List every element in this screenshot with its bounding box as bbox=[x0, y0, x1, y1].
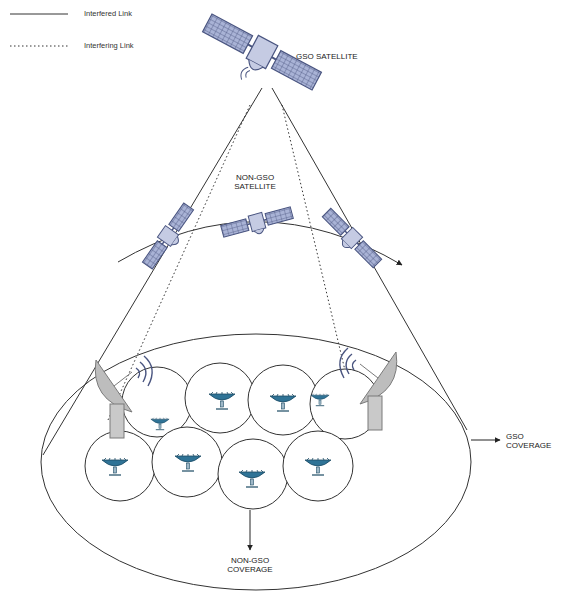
leader-arrow bbox=[471, 440, 500, 441]
non-gso-satellite-label: NON-GSO SATELLITE bbox=[226, 173, 284, 191]
gso-earth-station bbox=[340, 348, 397, 430]
legend-line-sample bbox=[10, 14, 68, 15]
gso-earth-station bbox=[95, 356, 152, 438]
user-terminal bbox=[151, 418, 169, 430]
spot-beams bbox=[85, 363, 380, 509]
user-terminal bbox=[239, 470, 265, 487]
legend-text: Interfered Link bbox=[84, 9, 132, 18]
user-terminal bbox=[270, 394, 296, 411]
non-gso-coverage-label: NON-GSO COVERAGE bbox=[220, 556, 280, 574]
gso-coverage-label: GSO COVERAGE bbox=[506, 432, 558, 450]
user-terminal bbox=[311, 394, 329, 406]
user-terminal bbox=[209, 392, 235, 409]
gso-coverage-ellipse bbox=[41, 334, 471, 590]
legend-text: Interfering Link bbox=[84, 41, 134, 50]
gso-satellite bbox=[191, 11, 323, 111]
non-gso-satellite bbox=[141, 202, 199, 272]
non-gso-satellite bbox=[318, 207, 383, 272]
legend-line-sample bbox=[10, 46, 68, 47]
user-terminal bbox=[175, 454, 201, 471]
non-gso-satellite bbox=[220, 205, 295, 243]
user-terminal bbox=[102, 458, 128, 475]
gso-satellite-label: GSO SATELLITE bbox=[296, 52, 386, 61]
legend-samples bbox=[10, 14, 68, 46]
leader-arrow bbox=[250, 510, 251, 550]
gso-beam-line bbox=[43, 88, 262, 455]
user-terminal bbox=[305, 458, 331, 475]
